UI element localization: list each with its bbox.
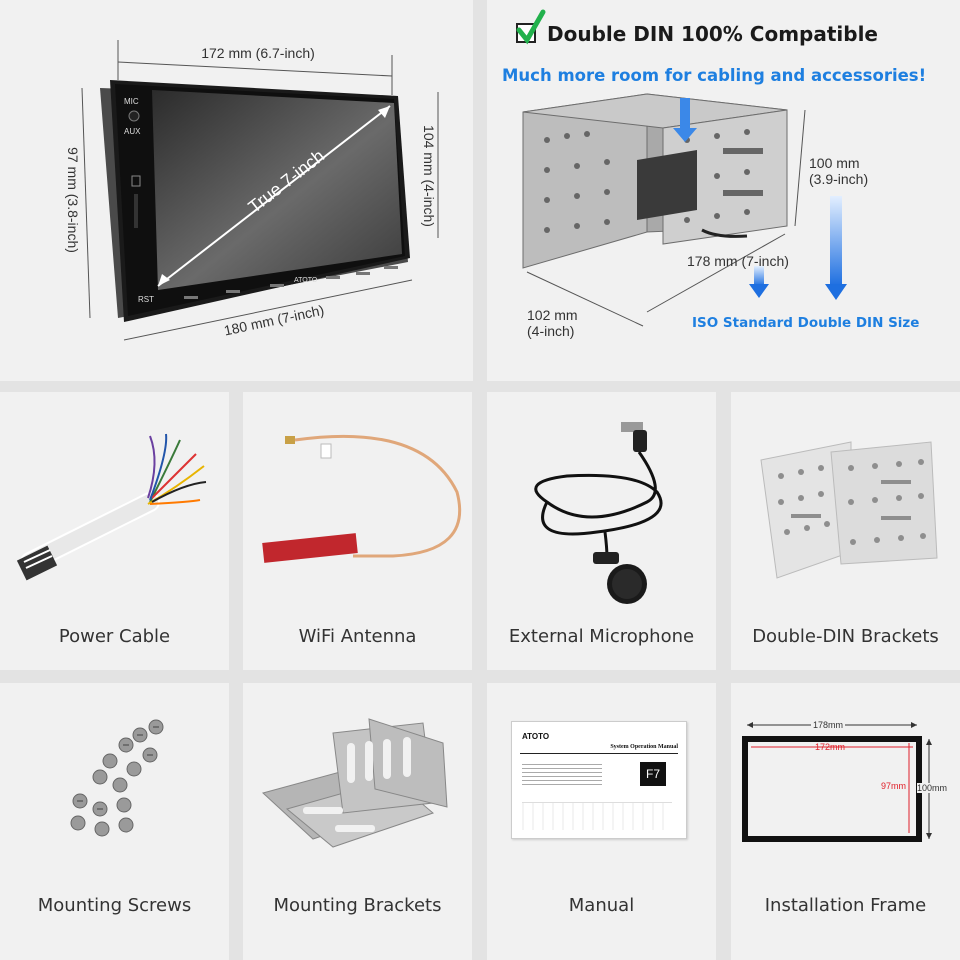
- din-compatibility-panel: 100 mm (3.9-inch) 178 mm (7-inch) 102 mm…: [487, 0, 960, 381]
- headline: Double DIN 100% Compatible: [547, 22, 878, 46]
- power-cable-icon: [16, 433, 207, 581]
- dim-bottom-label: 180 mm (7-inch): [222, 302, 325, 339]
- iso-label: ISO Standard Double DIN Size: [692, 315, 920, 331]
- frame-outer-label: 178mm: [811, 720, 846, 730]
- frame-outer-height-label: 100mm: [917, 783, 948, 793]
- screws-icon: [70, 719, 164, 837]
- dimensions-panel: 172 mm (6.7-inch) 97 mm (3.8-inch) 104 m…: [0, 0, 473, 381]
- din-cage-icon: [522, 93, 788, 269]
- microphone-icon: [534, 422, 663, 604]
- item-manual: ATOTO System Operation Manual F7 Manual: [487, 683, 716, 960]
- manual-model: F7: [640, 762, 666, 786]
- manual-brand: ATOTO: [522, 732, 550, 741]
- dim-right-label: 104 mm (4-inch): [421, 125, 437, 227]
- din-brackets-icon: [760, 441, 938, 579]
- din-cage-diagram: 100 mm (3.9-inch) 178 mm (7-inch) 102 mm…: [516, 9, 868, 339]
- check-icon: [516, 9, 546, 45]
- dim-height-1: 100 mm: [809, 155, 860, 171]
- item-label: Power Cable: [58, 626, 171, 647]
- item-label: External Microphone: [508, 626, 695, 647]
- item-label: Manual: [568, 895, 635, 916]
- subhead: Much more room for cabling and accessori…: [502, 66, 927, 85]
- item-installation-frame: 178mm 172mm 97mm 100mm Installation Fram…: [731, 683, 960, 960]
- frame-inner-label: 172mm: [815, 742, 846, 752]
- manual-icon: ATOTO System Operation Manual F7: [511, 721, 687, 839]
- item-wifi-antenna: WiFi Antenna: [243, 392, 472, 670]
- mic-label: MIC: [124, 97, 139, 106]
- item-label: Double-DIN Brackets: [752, 626, 939, 647]
- aux-label: AUX: [124, 127, 141, 136]
- head-unit-dimension-diagram: 172 mm (6.7-inch) 97 mm (3.8-inch) 104 m…: [65, 40, 439, 341]
- item-mounting-brackets: Mounting Brackets: [243, 683, 472, 960]
- dim-height-2: (3.9-inch): [809, 171, 868, 187]
- dim-width-1: 102 mm: [527, 307, 578, 323]
- item-screws: Mounting Screws: [0, 683, 229, 960]
- item-label: Mounting Brackets: [273, 895, 442, 916]
- item-label: WiFi Antenna: [298, 626, 417, 647]
- item-microphone: External Microphone: [487, 392, 716, 670]
- mounting-brackets-icon: [261, 718, 448, 848]
- item-din-brackets: Double-DIN Brackets: [731, 392, 960, 670]
- rst-label: RST: [138, 295, 154, 304]
- item-label: Installation Frame: [764, 895, 927, 916]
- dim-depth: 178 mm (7-inch): [687, 253, 789, 269]
- brand-label: ATOTO: [294, 277, 318, 284]
- item-label: Mounting Screws: [37, 895, 192, 916]
- dim-top-label: 172 mm (6.7-inch): [201, 45, 315, 61]
- dim-width-2: (4-inch): [527, 323, 574, 339]
- frame-inner-height-label: 97mm: [881, 781, 907, 791]
- item-power-cable: Power Cable: [0, 392, 229, 670]
- manual-title: System Operation Manual: [610, 744, 678, 750]
- dim-left-label: 97 mm (3.8-inch): [65, 147, 81, 253]
- wifi-antenna-icon: [262, 434, 462, 563]
